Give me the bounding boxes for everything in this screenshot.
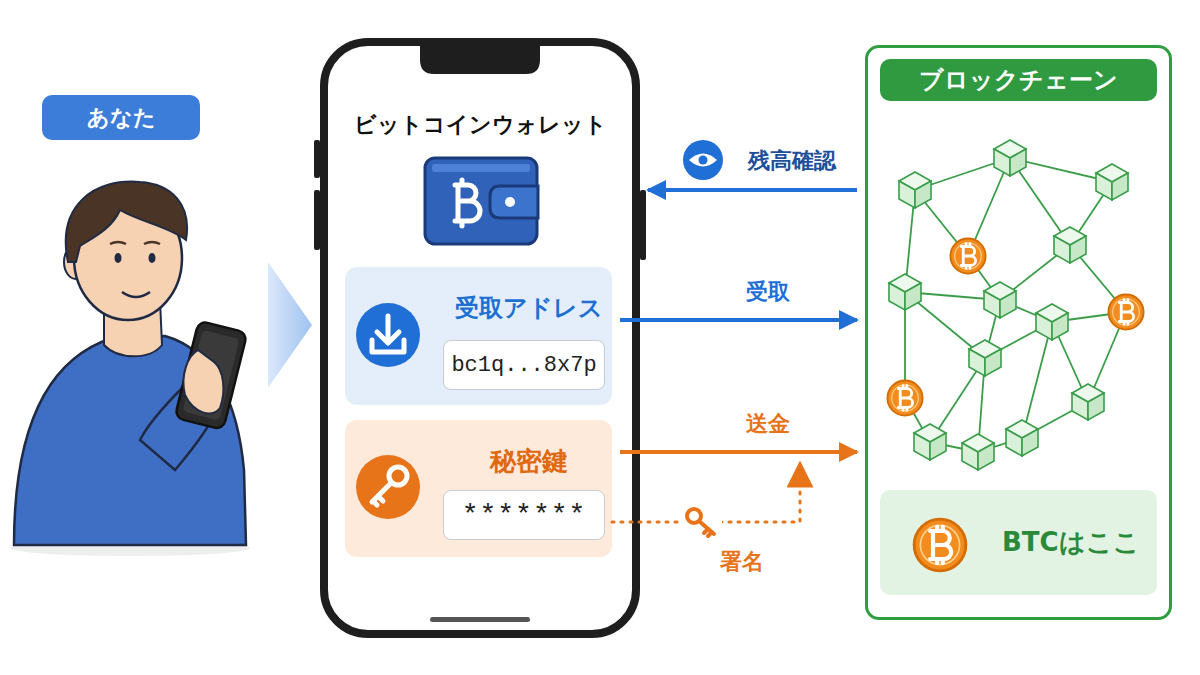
block-cube — [899, 172, 931, 208]
blockchain-network — [887, 140, 1143, 470]
bitcoin-coin — [887, 380, 922, 415]
eye-icon — [683, 140, 723, 180]
person — [14, 182, 247, 545]
drawing-part — [430, 617, 530, 622]
drawing-part — [432, 164, 530, 172]
blockchain-panel: ブロックチェーン BTCはここ — [865, 45, 1172, 620]
block-cube — [984, 282, 1016, 318]
person-badge: あなた — [42, 95, 200, 140]
bitcoin-coin — [1108, 294, 1143, 329]
block-cube — [1036, 304, 1068, 340]
key-icon — [356, 455, 420, 519]
drawing-part — [149, 253, 156, 263]
block-cube — [889, 274, 921, 310]
key-box-text: ******* — [462, 500, 587, 531]
drawing-part — [356, 303, 420, 367]
block-cube — [1006, 420, 1038, 456]
block-cube — [1072, 384, 1104, 420]
flow-arrow — [620, 450, 857, 454]
address-panel-text: 受取アドレス — [455, 291, 603, 324]
drawing-part — [175, 321, 248, 430]
flow-chevron — [268, 262, 312, 388]
drawing-part — [66, 182, 187, 262]
drawing-part — [182, 330, 239, 421]
person-badge-text: あなた — [87, 103, 156, 133]
block-cube — [1096, 164, 1128, 200]
wallet-icon — [425, 158, 538, 244]
drawing-part — [372, 340, 404, 352]
wallet-phone-text: ビットコインウォレット — [354, 110, 607, 140]
btc-box-text: BTCはここ — [1002, 525, 1140, 560]
drawing-part — [640, 190, 646, 260]
bitcoin-coin — [950, 238, 985, 273]
drawing-part — [420, 44, 540, 74]
drawing-part — [490, 186, 538, 218]
arrow-label: 送金 — [746, 409, 790, 439]
drawing-part — [377, 316, 399, 343]
arrow-label: 受取 — [746, 277, 790, 307]
drawing-part — [680, 508, 722, 536]
drawing-part — [699, 521, 714, 536]
drawing-part — [356, 455, 420, 519]
drawing-part — [183, 350, 223, 413]
address-box: bc1q...8x7p — [443, 340, 605, 390]
flow-arrow — [620, 318, 857, 322]
drawing-part — [689, 154, 717, 167]
block-cube — [969, 340, 1001, 376]
drawing-part — [320, 38, 640, 638]
signature-line — [612, 474, 800, 536]
block-cube — [994, 140, 1026, 176]
key-panel-text: 秘密鍵 — [490, 444, 568, 479]
bitcoin-coin — [914, 519, 966, 571]
drawing-part — [372, 483, 391, 505]
block-cube — [1054, 227, 1086, 263]
address-box-text: bc1q...8x7p — [451, 353, 596, 378]
drawing-part — [425, 158, 537, 244]
drawing-part — [505, 197, 515, 207]
block-cube — [914, 424, 946, 460]
drawing-part — [699, 156, 708, 165]
signature-label: 署名 — [720, 547, 764, 577]
drawing-part — [110, 242, 160, 244]
network-link — [1022, 322, 1052, 438]
receive-icon — [356, 303, 420, 367]
drawing-part — [175, 321, 248, 430]
drawing-part — [683, 140, 723, 180]
drawing-part — [122, 292, 150, 297]
phone-body — [314, 38, 646, 638]
key-box: ******* — [443, 490, 605, 540]
arrow-label: 残高確認 — [748, 146, 836, 176]
drawing-part — [115, 253, 122, 263]
blockchain-panel-text: ブロックチェーン — [880, 59, 1157, 101]
drawing-part — [14, 336, 246, 545]
flow-arrow — [648, 188, 857, 192]
drawing-part — [455, 180, 480, 226]
block-cube — [962, 434, 994, 470]
